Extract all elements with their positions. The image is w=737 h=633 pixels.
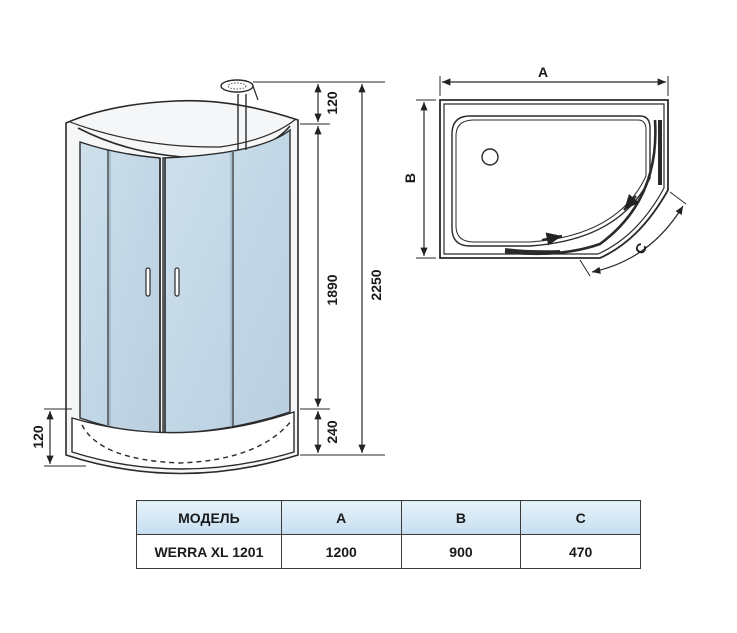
dim-bottom-label: 240 — [324, 420, 340, 444]
header-model: МОДЕЛЬ — [136, 500, 282, 535]
cell-b: 900 — [400, 534, 522, 569]
table-header-row: МОДЕЛЬ A B C — [136, 500, 641, 535]
dim-top-label: 120 — [324, 91, 340, 115]
cabin-plan — [439, 99, 669, 259]
shower-head-icon — [220, 79, 254, 93]
header-a: A — [280, 500, 402, 535]
cell-model: WERRA XL 1201 — [136, 534, 282, 569]
plan-dimensions: A B C — [402, 64, 687, 277]
plan-label-b: B — [402, 173, 418, 183]
door-slide-arrow-icon — [541, 232, 563, 246]
header-b: B — [400, 500, 522, 535]
dim-middle-label: 1890 — [324, 274, 340, 305]
door-handle-left — [145, 267, 151, 297]
table-row: WERRA XL 1201 1200 900 470 — [136, 534, 641, 569]
dim-tray-label: 120 — [30, 425, 46, 449]
header-c: C — [520, 500, 641, 535]
spec-table: МОДЕЛЬ A B C WERRA XL 1201 1200 900 470 — [136, 500, 641, 569]
plan-label-a: A — [538, 64, 548, 80]
dim-total-label: 2250 — [368, 269, 384, 300]
drain-icon — [481, 148, 499, 166]
cell-c: 470 — [520, 534, 641, 569]
cell-a: 1200 — [280, 534, 402, 569]
elevation-dimensions: 120 1890 240 2250 120 — [30, 81, 385, 467]
plan-label-c: C — [631, 240, 650, 257]
cabin-elevation — [65, 79, 299, 475]
door-handle-right — [174, 267, 180, 297]
